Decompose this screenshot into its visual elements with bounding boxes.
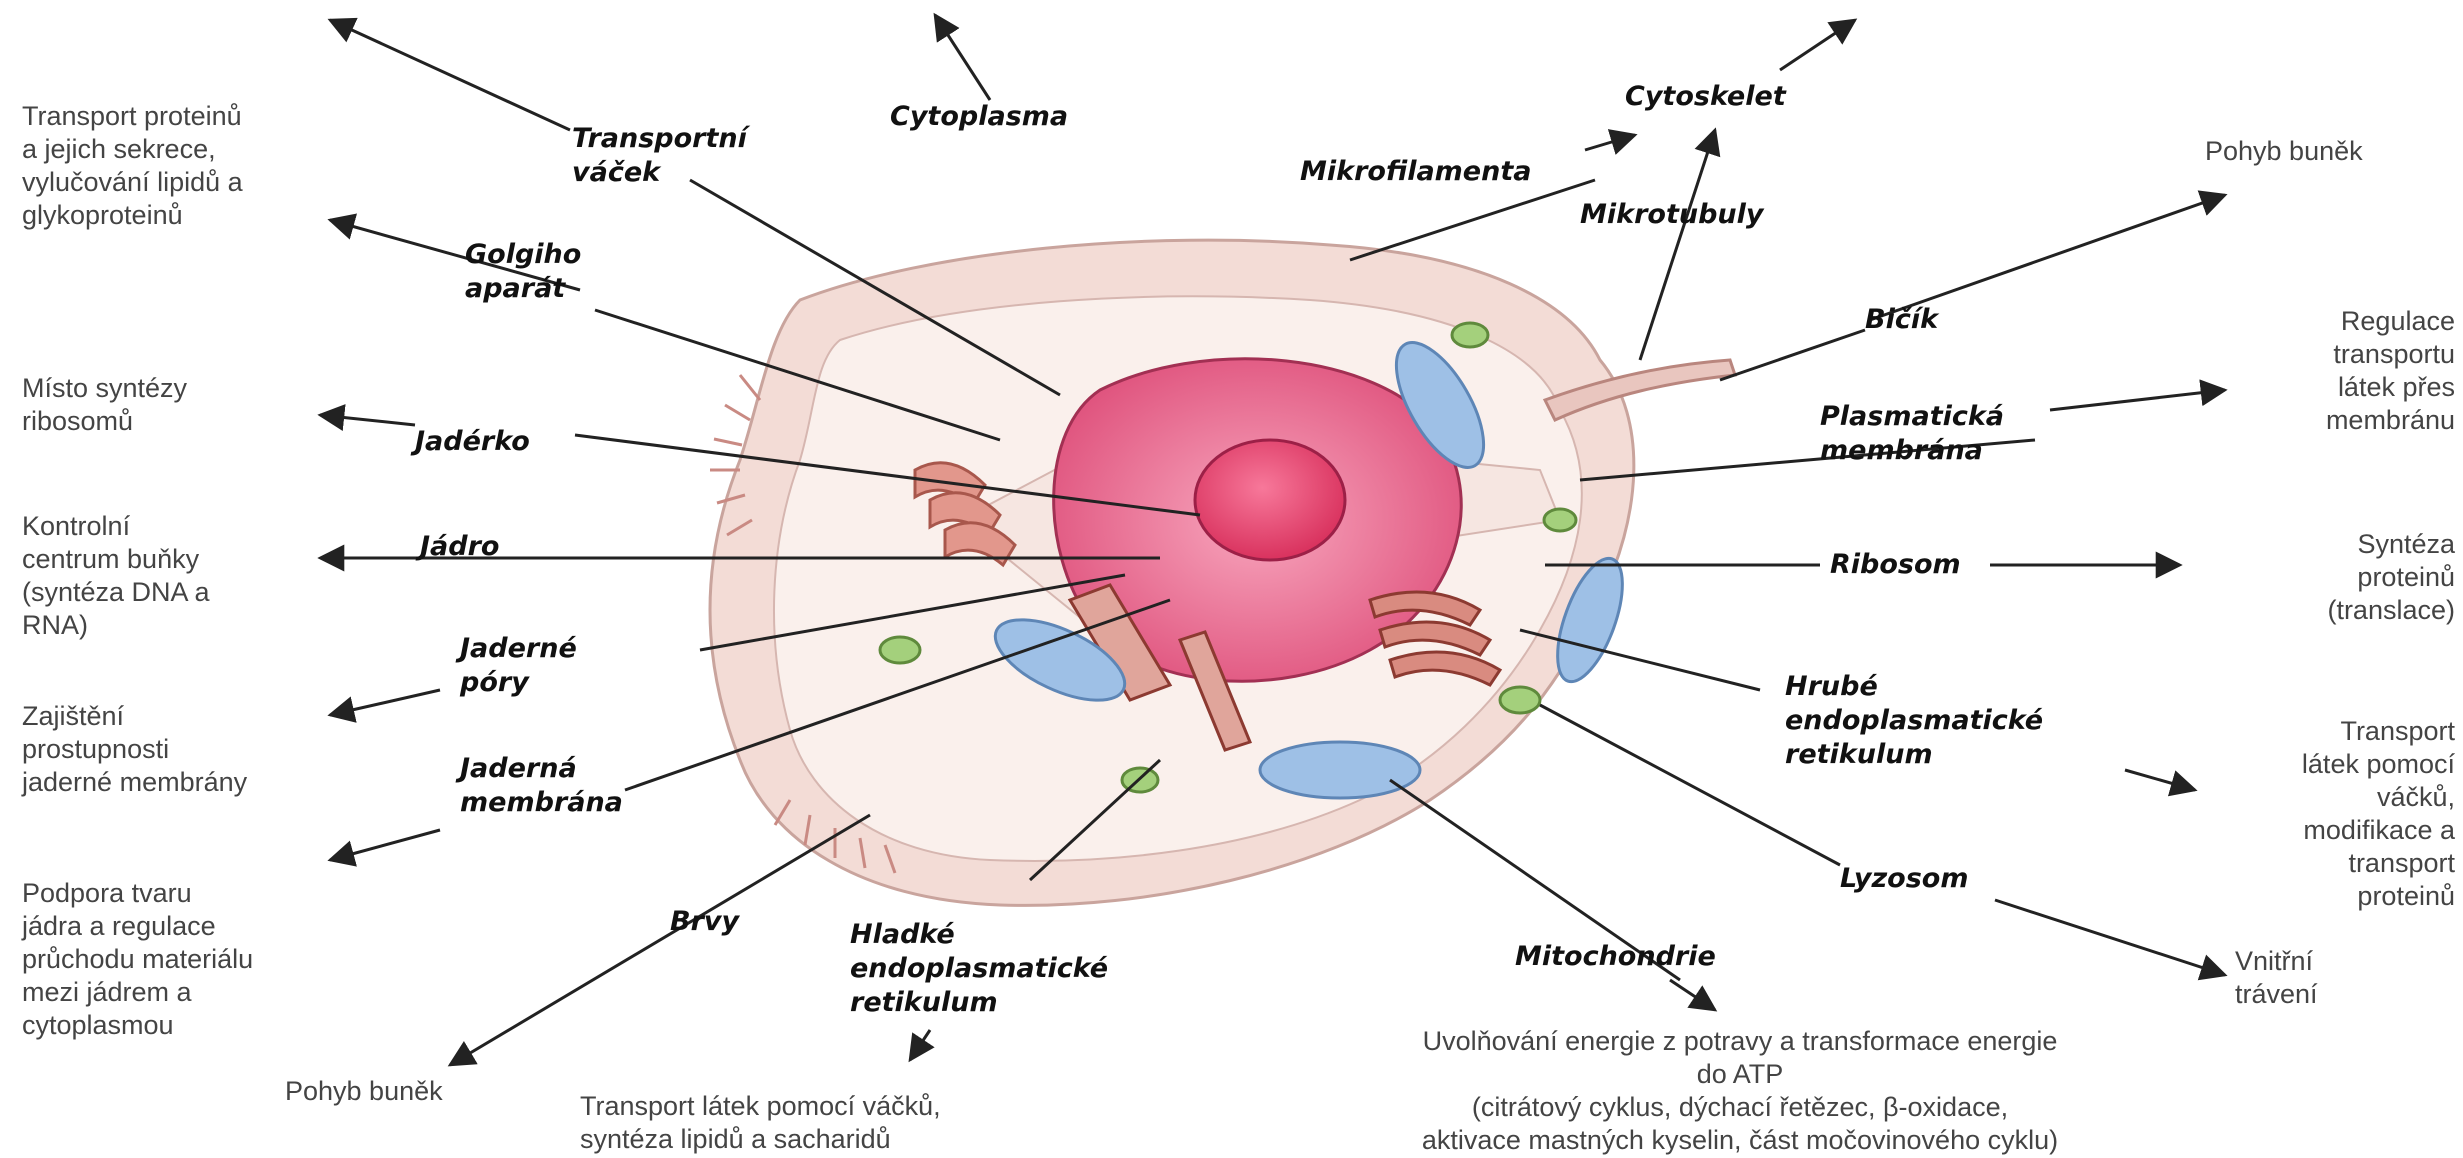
function-rough-er: Transport látek pomocí váčků, modifikace… [2220, 715, 2455, 913]
function-nuclear-pores: Zajištění prostupnosti jaderné membrány [22, 700, 247, 799]
function-cilia: Pohyb buněk [285, 1075, 443, 1108]
label-cytoskeleton: Cytoskelet [1625, 80, 1786, 114]
label-microfilaments: Mikrofilamenta [1300, 155, 1531, 189]
function-golgi: Transport proteinů a jejich sekrece, vyl… [22, 100, 243, 232]
label-rough-er: Hrubé endoplasmatické retikulum [1785, 670, 2043, 772]
label-cytoplasm: Cytoplasma [890, 100, 1068, 134]
function-lysosome: Vnitřní trávení [2235, 945, 2318, 1011]
label-golgi: Golgiho aparát [465, 238, 581, 306]
label-plasma-membrane: Plasmatická membrána [1820, 400, 2004, 468]
function-smooth-er: Transport látek pomocí váčků, syntéza li… [580, 1090, 941, 1156]
label-smooth-er: Hladké endoplasmatické retikulum [850, 918, 1108, 1020]
label-lysosome: Lyzosom [1840, 862, 1969, 896]
label-flagellum: Bičík [1865, 303, 1938, 337]
label-microtubules: Mikrotubuly [1580, 198, 1763, 232]
function-ribosome: Syntéza proteinů (translace) [2250, 528, 2455, 627]
nucleolus [1195, 440, 1345, 560]
label-nucleolus: Jadérko [415, 425, 530, 459]
function-plasma-membrane: Regulace transportu látek přes membránu [2250, 305, 2455, 437]
label-nuclear-membrane: Jaderná membrána [460, 752, 623, 820]
label-transport-vesicle: Transportní váček [572, 122, 747, 190]
function-mitochondria: Uvolňování energie z potravy a transform… [1270, 1025, 2210, 1157]
label-mitochondria: Mitochondrie [1515, 940, 1716, 974]
function-nuclear-membrane: Podpora tvaru jádra a regulace průchodu … [22, 877, 253, 1042]
function-nucleolus: Místo syntézy ribosomů [22, 372, 187, 438]
label-cilia: Brvy [670, 905, 739, 939]
label-nucleus: Jádro [420, 530, 499, 564]
function-nucleus: Kontrolní centrum buňky (syntéza DNA a R… [22, 510, 210, 642]
label-nuclear-pores: Jaderné póry [460, 632, 577, 700]
label-ribosome: Ribosom [1830, 548, 1961, 582]
function-flagellum: Pohyb buněk [2205, 135, 2363, 168]
